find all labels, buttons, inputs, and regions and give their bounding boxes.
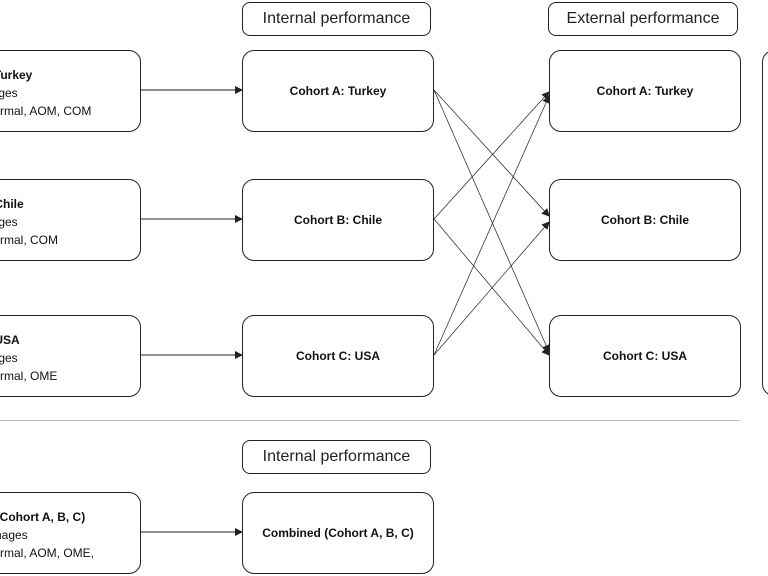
- header-internal-performance-top: Internal performance: [242, 2, 431, 36]
- internal-combined-box: Combined (Cohort A, B, C): [242, 492, 434, 574]
- source-cohort-b-box: t B: Chile images s: Normal, COM: [0, 179, 141, 261]
- arrow-internal-b-to-external-c: [433, 218, 550, 356]
- source-cohort-b-diagnoses: s: Normal, COM: [0, 233, 59, 247]
- arrow-internal-a-to-external-c: [433, 89, 550, 353]
- source-combined-diagnoses: s: Normal, AOM, OME,: [0, 546, 95, 560]
- external-cohort-c-box: Cohort C: USA: [549, 315, 741, 397]
- external-cohort-b-box: Cohort B: Chile: [549, 179, 741, 261]
- source-combined-images: 2 images: [0, 528, 28, 542]
- source-cohort-b-title: t B: Chile: [0, 197, 24, 211]
- arrow-internal-c-to-external-b: [433, 221, 550, 356]
- source-cohort-c-images: images: [0, 351, 18, 365]
- arrow-internal-c-to-external-a: [433, 95, 550, 356]
- source-combined-title: ned (Cohort A, B, C): [0, 510, 86, 524]
- source-cohort-c-box: t C: USA images s: Normal, OME: [0, 315, 141, 397]
- source-cohort-c-diagnoses: s: Normal, OME: [0, 369, 58, 383]
- source-combined-box: ned (Cohort A, B, C) 2 images s: Normal,…: [0, 492, 141, 574]
- source-cohort-a-images: images: [0, 86, 18, 100]
- source-cohort-b-images: images: [0, 215, 18, 229]
- source-cohort-a-box: t A: Turkey images s: Normal, AOM, COM: [0, 50, 141, 132]
- source-cohort-a-title: t A: Turkey: [0, 68, 33, 82]
- section-divider: [0, 420, 740, 421]
- internal-cohort-b-box: Cohort B: Chile: [242, 179, 434, 261]
- external-cohort-a-box: Cohort A: Turkey: [549, 50, 741, 132]
- source-cohort-c-title: t C: USA: [0, 333, 20, 347]
- header-external-performance: External performance: [548, 2, 738, 36]
- internal-cohort-c-box: Cohort C: USA: [242, 315, 434, 397]
- right-summary-box: [762, 50, 768, 396]
- source-cohort-a-diagnoses: s: Normal, AOM, COM: [0, 104, 92, 118]
- arrow-internal-a-to-external-b: [433, 89, 550, 217]
- internal-cohort-a-box: Cohort A: Turkey: [242, 50, 434, 132]
- header-internal-performance-bottom: Internal performance: [242, 440, 431, 474]
- arrow-internal-b-to-external-a: [433, 91, 550, 220]
